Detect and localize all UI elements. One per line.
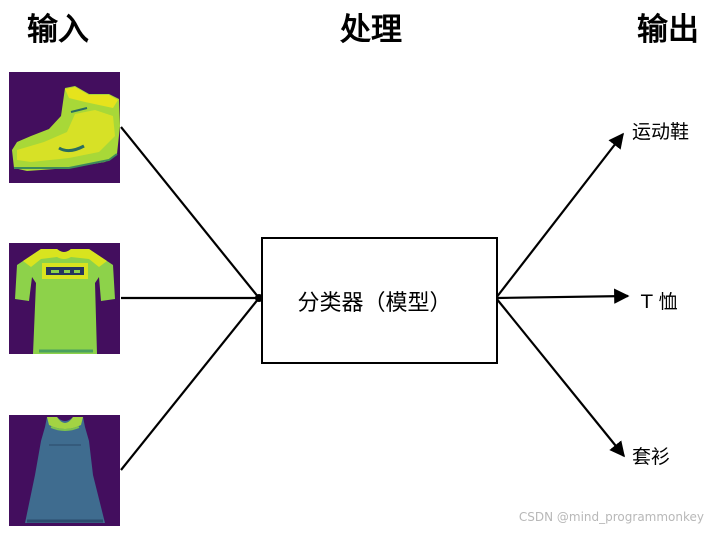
model-box: 分类器（模型）	[261, 237, 498, 364]
output-label-sneaker: 运动鞋	[632, 117, 689, 144]
watermark: CSDN @mind_programmonkey	[519, 510, 704, 524]
model-label: 分类器（模型）	[263, 239, 496, 362]
arrow-sneaker-to-model	[121, 127, 259, 298]
output-label-tshirt: T 恤	[641, 287, 678, 314]
arrow-model-to-sweater	[496, 298, 624, 456]
arrow-model-to-sneaker	[496, 134, 623, 298]
output-label-sweater: 套衫	[632, 442, 670, 469]
arrow-dress-to-model	[121, 298, 259, 470]
arrow-model-to-tshirt	[496, 296, 628, 298]
